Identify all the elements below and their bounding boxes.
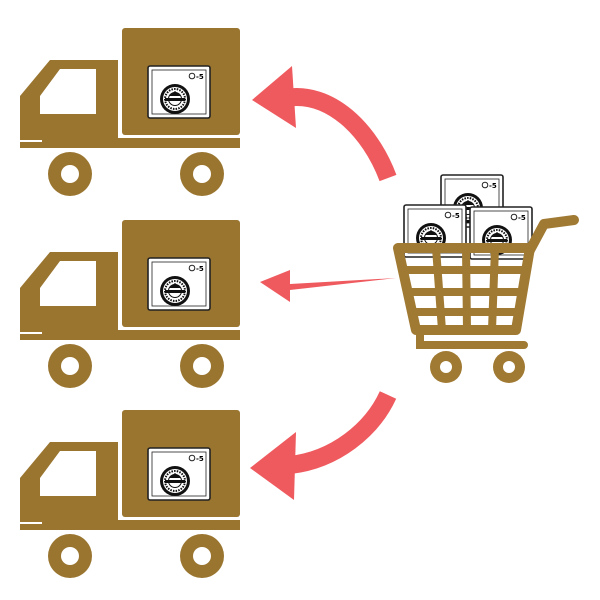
package-icon: -5 [440,174,504,228]
package-icon: -5 [147,447,211,501]
svg-text:-5: -5 [489,182,497,190]
svg-text:-5: -5 [452,212,460,220]
package-icon: -5 [147,65,211,119]
svg-text:-5: -5 [196,265,204,273]
arrow-to-truck-bottom [250,390,397,500]
svg-text:-5: -5 [196,455,204,463]
cab-window [40,451,96,496]
cab-window [40,69,96,114]
shopping-cart-icon: -5 -5 -5 [393,174,579,383]
arrow-to-truck-top [252,66,397,182]
package-icon: -5 [469,206,533,260]
package-icon: -5 [147,257,211,311]
svg-text:-5: -5 [196,73,204,81]
truck-middle: -5 [20,220,240,388]
cab-window [40,261,96,306]
package-icon: -5 [403,204,467,258]
truck-top: -5 [20,28,240,196]
arrow-to-truck-middle [260,270,396,302]
svg-text:-5: -5 [518,214,526,222]
truck-bottom: -5 [20,410,240,578]
